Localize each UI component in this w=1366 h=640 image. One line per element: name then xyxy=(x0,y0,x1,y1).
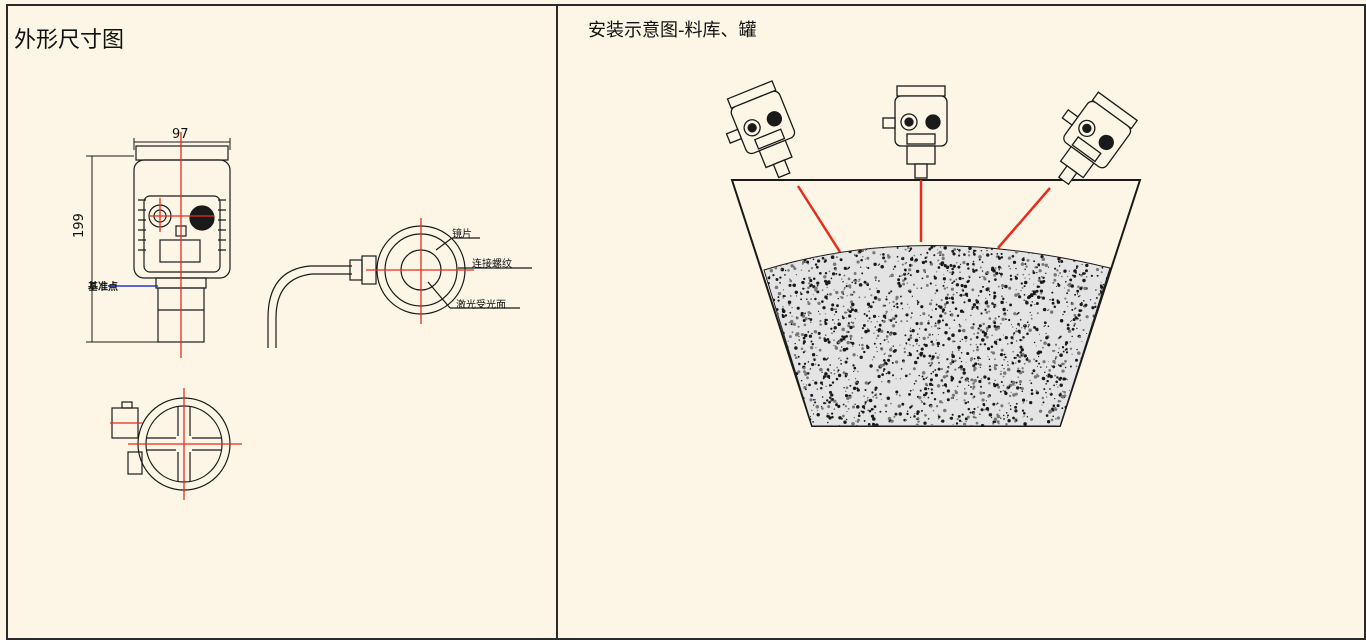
lens-leader xyxy=(435,237,453,251)
sensor-plate xyxy=(906,133,936,145)
material-pile xyxy=(763,245,1111,427)
front-window xyxy=(143,195,221,273)
lens-label: 镜片 xyxy=(452,229,472,240)
front-centerlines xyxy=(150,132,214,358)
top-connector-cap xyxy=(121,401,133,409)
sensor-cap xyxy=(896,85,946,97)
front-button xyxy=(189,205,215,231)
cable-gland xyxy=(349,259,363,281)
height-dimension-label: 199 xyxy=(72,213,87,238)
bin xyxy=(730,179,1142,427)
top-cross-ribs xyxy=(146,406,222,482)
thread-label: 连接螺纹 xyxy=(472,259,512,270)
sensor-gland xyxy=(882,117,896,129)
laser-beams xyxy=(796,180,1051,253)
sensor-nozzle xyxy=(914,163,928,179)
laser-beam-right xyxy=(997,187,1051,249)
sensor-button xyxy=(925,114,941,130)
dimension-drawing-title: 外形尺寸图 xyxy=(14,28,125,53)
installation-diagram-title: 安装示意图-料库、罐 xyxy=(588,20,757,41)
cable-inner xyxy=(275,273,352,348)
laser-beam-left xyxy=(796,185,842,253)
sensor-connector-core xyxy=(904,117,914,127)
front-housing xyxy=(133,159,231,279)
sensor-right xyxy=(1057,91,1139,186)
dimension-drawing-panel xyxy=(6,4,558,640)
reference-point-label: 基准点 xyxy=(88,282,118,293)
front-view xyxy=(133,145,231,343)
sensor-center xyxy=(882,85,948,179)
sensor-left xyxy=(725,80,796,179)
front-top-cap xyxy=(135,145,229,161)
sensor-neck xyxy=(906,145,936,165)
laser-surface-label: 激光受光面 xyxy=(456,300,506,311)
side-view xyxy=(267,225,532,348)
front-dimensions xyxy=(86,138,231,343)
top-side-lug xyxy=(127,451,143,475)
side-centerlines xyxy=(366,218,474,324)
laser-leader xyxy=(427,281,451,309)
width-dimension-label: 97 xyxy=(172,127,189,142)
front-label-plate xyxy=(159,239,201,263)
front-ribs xyxy=(138,199,226,251)
cable-outer xyxy=(267,265,352,348)
top-centerlines xyxy=(110,388,242,500)
